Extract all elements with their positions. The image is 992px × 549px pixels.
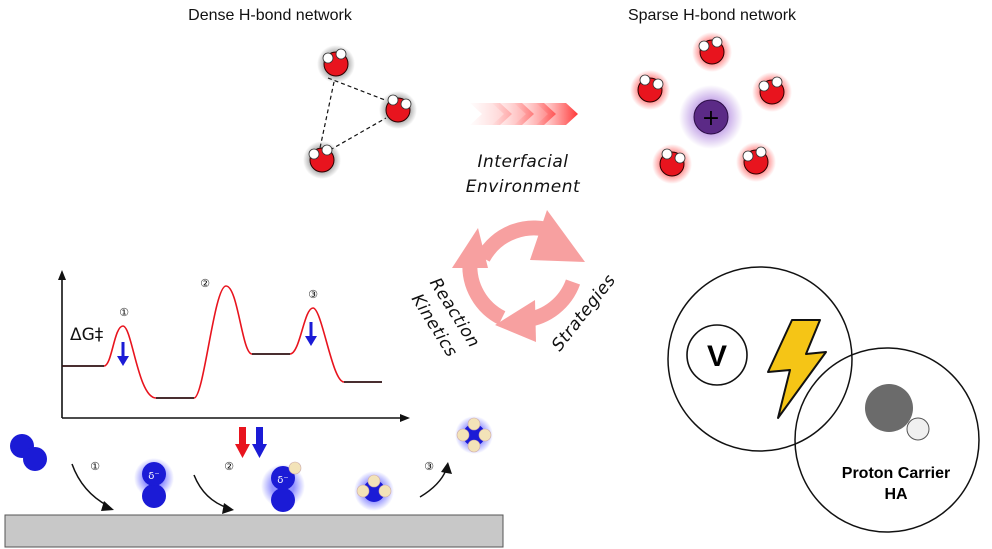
adsorbed-intermediate-2: δ⁻ xyxy=(261,461,305,512)
charge-label: δ⁻ xyxy=(148,471,159,482)
cation xyxy=(693,99,729,135)
free-molecule xyxy=(10,434,47,471)
step-arrow-3 xyxy=(419,469,447,498)
water-molecule xyxy=(317,45,355,83)
cycle-arrowhead xyxy=(495,300,536,342)
y-axis-arrowhead xyxy=(58,270,66,280)
energy-profile: ΔG‡ ① ② ③ xyxy=(58,270,410,422)
cycle-arrowhead xyxy=(530,210,585,262)
product-molecule xyxy=(455,416,493,454)
step-label-2: ② xyxy=(224,460,234,473)
water-molecule xyxy=(379,91,417,129)
proton-carrier-circle xyxy=(794,347,980,533)
transition-arrow xyxy=(470,103,578,125)
cycle-arrowhead xyxy=(452,228,488,268)
down-arrow-blue xyxy=(117,342,129,366)
water-molecule xyxy=(652,144,692,184)
water-molecule xyxy=(630,70,670,110)
step-arrowhead xyxy=(441,462,452,474)
y-axis-label: ΔG‡ xyxy=(70,325,104,345)
step-label-3: ③ xyxy=(424,460,434,473)
water-molecule xyxy=(752,72,792,112)
interfacial-label-line1: Interfacial xyxy=(477,152,568,172)
potential-circle xyxy=(667,266,853,452)
water-molecule xyxy=(303,141,341,179)
reaction-pathway xyxy=(62,285,382,399)
x-axis-arrowhead xyxy=(400,414,410,422)
cycle-arrow-left xyxy=(462,261,506,325)
combined-arrows xyxy=(235,427,267,458)
charge-label: δ⁻ xyxy=(277,475,288,486)
sparse-network-title: Sparse H-bond network xyxy=(628,7,797,24)
step-arrow-2 xyxy=(193,474,229,509)
venn-diagram: V Proton Carrier HA xyxy=(667,266,980,533)
potential-symbol-circle xyxy=(686,324,748,386)
barrier-label-1: ① xyxy=(119,306,129,319)
dense-network xyxy=(303,45,417,179)
step-label-1: ① xyxy=(90,460,100,473)
proton-carrier-label-line2: HA xyxy=(884,486,908,503)
step-arrowhead xyxy=(101,501,114,511)
proton-carrier-molecule xyxy=(865,384,913,432)
interfacial-label-line2: Environment xyxy=(466,177,581,197)
h-bond-line xyxy=(319,81,335,149)
dense-network-title: Dense H-bond network xyxy=(188,7,353,24)
down-arrow-blue xyxy=(305,322,317,346)
electrode-surface xyxy=(4,514,504,548)
barrier-label-3: ③ xyxy=(308,288,318,301)
h-bond-line xyxy=(329,117,387,151)
potential-symbol: V xyxy=(707,340,727,373)
cation-symbol: + xyxy=(702,106,720,131)
water-molecule xyxy=(736,142,776,182)
sparse-network: + xyxy=(630,32,792,184)
lightning-icon xyxy=(767,319,827,419)
step-arrowhead xyxy=(222,503,234,514)
adsorbed-intermediate-1: δ⁻ xyxy=(134,458,174,508)
water-molecule xyxy=(692,32,732,72)
proton-carrier-label-line1: Proton Carrier xyxy=(842,465,950,482)
adsorbed-intermediate-3 xyxy=(354,471,394,511)
proton-icon xyxy=(906,417,930,441)
cycle-arrows xyxy=(452,210,585,342)
barrier-label-2: ② xyxy=(200,277,210,290)
